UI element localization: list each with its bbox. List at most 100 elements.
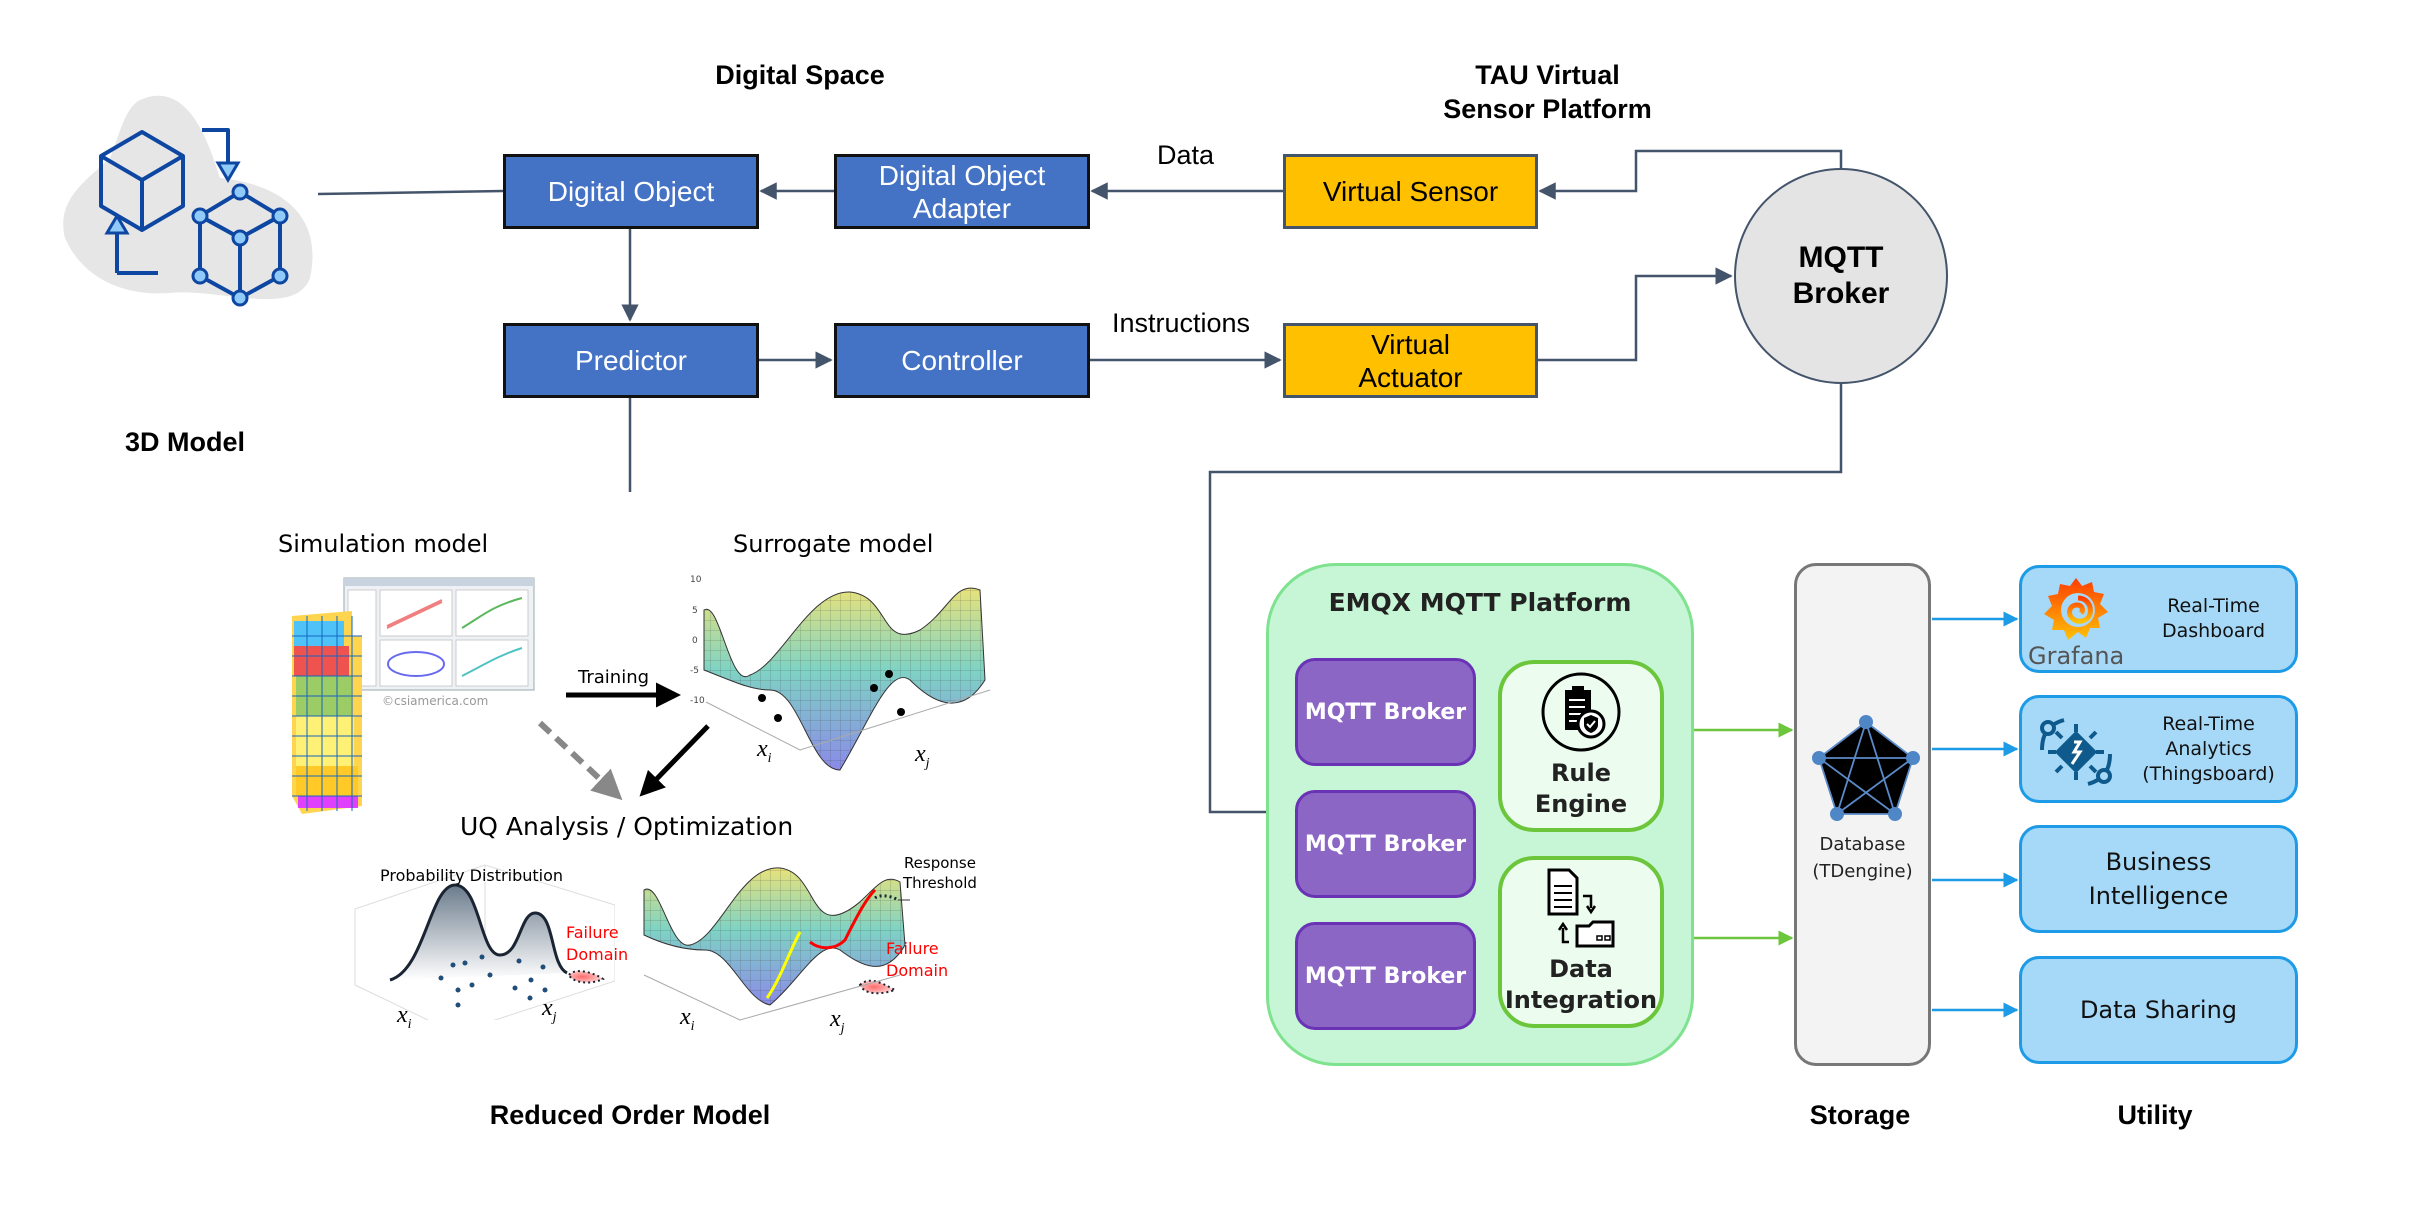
mqtt-broker-node-2[interactable]: MQTT Broker — [1295, 790, 1476, 898]
database-label-line1: Database — [1819, 834, 1906, 855]
surrogate-model-label: Surrogate model — [733, 530, 934, 558]
failure-domain-1-line2: Domain — [566, 945, 629, 964]
mqtt-broker-node-3[interactable]: MQTT Broker — [1295, 922, 1476, 1030]
database-tdengine-node[interactable]: Database (TDengine) — [1794, 563, 1931, 1066]
rule-engine-line2: Engine — [1534, 790, 1628, 818]
surrogate-xi-axis-label: xi — [757, 736, 772, 767]
data-integration-line1: Data — [1549, 955, 1613, 983]
virtual-sensor-label: Virtual Sensor — [1322, 176, 1499, 207]
data-sharing-label: Data Sharing — [2079, 996, 2238, 1024]
connector-broker-to-emqx — [1208, 384, 1843, 814]
mqtt-broker-line1: MQTT — [1798, 241, 1884, 274]
bi-line1: Business — [2105, 848, 2212, 876]
pdf-xi-symbol: x — [397, 1002, 408, 1028]
tau-title-line1: TAU Virtual — [1475, 60, 1620, 90]
database-network-icon — [1812, 715, 1920, 821]
arrow-broker-to-sensor — [1538, 149, 1843, 200]
analytics-line3: (Thingsboard) — [2142, 762, 2275, 785]
opt-xj-label: xj — [830, 1006, 845, 1037]
opt-xi-subscript: i — [690, 1018, 695, 1034]
data-integration-node[interactable]: Data Integration — [1498, 856, 1664, 1028]
controller-label: Controller — [901, 345, 1023, 376]
mqtt-broker-3-label: MQTT Broker — [1304, 963, 1467, 989]
opt-xj-subscript: j — [840, 1020, 845, 1036]
z-tick-5: 5 — [692, 606, 698, 616]
arrow-actuator-to-broker — [1537, 267, 1733, 362]
business-intelligence-label: Business Intelligence — [2022, 828, 2295, 930]
simulation-model-image — [292, 577, 535, 814]
3d-model-icon — [63, 95, 313, 307]
response-threshold-label: Response Threshold — [903, 853, 977, 893]
uq-analysis-label: UQ Analysis / Optimization — [460, 812, 794, 841]
realtime-analytics-label: Real-Time Analytics (Thingsboard) — [2122, 698, 2295, 800]
utility-label: Utility — [2117, 1100, 2193, 1130]
rule-engine-icon — [1541, 672, 1621, 752]
instructions-edge-label: Instructions — [1112, 308, 1251, 338]
adapter-label-line2: Adapter — [912, 192, 1012, 224]
xi-symbol: x — [757, 736, 768, 762]
xj-subscript: j — [925, 755, 930, 771]
dashboard-line1: Real-Time — [2167, 595, 2260, 617]
data-integration-icon — [1547, 868, 1615, 948]
optimization-surface-plot — [643, 867, 910, 1021]
virtual-actuator-box[interactable]: Virtual Actuator — [1283, 323, 1538, 398]
rule-engine-node[interactable]: Rule Engine — [1498, 660, 1664, 832]
controller-box[interactable]: Controller — [834, 323, 1090, 398]
analytics-line2: Analytics — [2165, 737, 2252, 760]
surrogate-model-surface: 10 5 0 -5 -10 — [690, 575, 991, 771]
reduced-order-model-label: Reduced Order Model — [489, 1100, 771, 1130]
digital-object-label: Digital Object — [547, 176, 715, 207]
mqtt-broker-2-label: MQTT Broker — [1304, 831, 1467, 857]
surrogate-xj-axis-label: xj — [915, 741, 930, 772]
mqtt-broker-line2: Broker — [1792, 277, 1890, 310]
failure-domain-1-line1: Failure — [566, 923, 619, 942]
pdf-xi-label: xi — [397, 1002, 412, 1033]
grafana-wordmark: Grafana — [2028, 642, 2125, 670]
failure-domain-label-1: Failure Domain — [566, 922, 628, 966]
probability-distribution-plot — [354, 864, 615, 1020]
pdf-xj-subscript: j — [552, 1009, 557, 1025]
data-edge-label: Data — [1157, 140, 1215, 170]
training-label: Training — [578, 667, 650, 688]
opt-xi-label: xi — [680, 1004, 695, 1035]
actuator-label-line2: Actuator — [1358, 361, 1463, 393]
z-tick-0: 0 — [692, 636, 698, 646]
predictor-box[interactable]: Predictor — [503, 323, 759, 398]
storage-label: Storage — [1809, 1100, 1911, 1130]
mqtt-broker-1-label: MQTT Broker — [1304, 699, 1467, 725]
digital-object-box[interactable]: Digital Object — [503, 154, 759, 229]
predictor-label: Predictor — [574, 345, 688, 376]
tau-title-line2: Sensor Platform — [1443, 94, 1652, 124]
mqtt-broker-node-1[interactable]: MQTT Broker — [1295, 658, 1476, 766]
database-label: Database (TDengine) — [1797, 831, 1928, 885]
thingsboard-logo-icon — [2040, 718, 2112, 786]
pdf-xj-symbol: x — [542, 995, 553, 1021]
adapter-label-line1: Digital Object — [878, 159, 1046, 191]
failure-domain-2-line1: Failure — [886, 939, 939, 958]
3d-model-label: 3D Model — [124, 427, 245, 457]
grafana-logo-icon — [2044, 578, 2108, 640]
data-integration-line2: Integration — [1504, 986, 1658, 1014]
response-threshold-line1: Response — [903, 854, 976, 872]
mqtt-broker-node[interactable]: MQTT Broker — [1734, 168, 1948, 384]
xi-subscript: i — [767, 750, 772, 766]
z-tick-10: 10 — [690, 575, 702, 585]
probability-distribution-label: Probability Distribution — [380, 866, 564, 885]
business-intelligence-node[interactable]: Business Intelligence — [2019, 825, 2298, 933]
z-tick-minus5: -5 — [690, 666, 699, 676]
emqx-platform-title: EMQX MQTT Platform — [1328, 588, 1632, 617]
copyright-text: ©csiamerica.com — [382, 694, 489, 708]
failure-domain-2-line2: Domain — [886, 961, 949, 980]
digital-object-adapter-box[interactable]: Digital Object Adapter — [834, 154, 1090, 229]
database-label-line2: (TDengine) — [1812, 861, 1913, 882]
failure-domain-label-2: Failure Domain — [886, 938, 948, 982]
data-sharing-node[interactable]: Data Sharing — [2019, 956, 2298, 1064]
virtual-sensor-box[interactable]: Virtual Sensor — [1283, 154, 1538, 229]
z-tick-minus10: -10 — [690, 696, 705, 706]
realtime-dashboard-node[interactable]: Grafana Real-Time Dashboard — [2019, 565, 2298, 673]
opt-xj-symbol: x — [830, 1006, 841, 1032]
realtime-analytics-node[interactable]: Real-Time Analytics (Thingsboard) — [2019, 695, 2298, 803]
tau-platform-title: TAU Virtual Sensor Platform — [1380, 58, 1715, 126]
dashboard-line2: Dashboard — [2161, 620, 2266, 642]
